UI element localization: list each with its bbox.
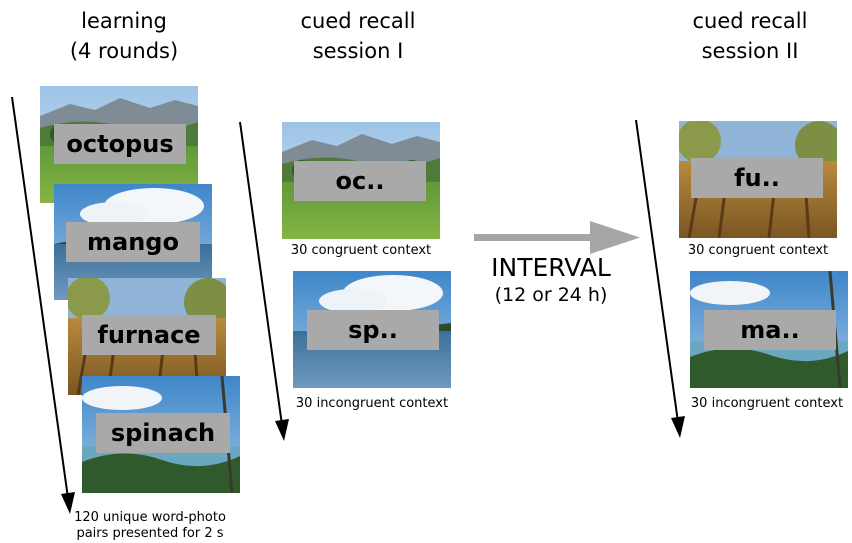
word-mango: mango bbox=[87, 228, 179, 256]
session2-congruent-caption: 30 congruent context bbox=[687, 243, 829, 258]
session1-title: cued recall session I bbox=[278, 6, 438, 66]
learning-note-line2: pairs presented for 2 s bbox=[76, 526, 224, 541]
word-box-spinach: spinach bbox=[96, 413, 230, 453]
word-box-mango: mango bbox=[66, 222, 200, 262]
learning-title: learning (4 rounds) bbox=[44, 6, 204, 66]
cue-ma: ma.. bbox=[740, 316, 800, 344]
word-box-furnace: furnace bbox=[82, 315, 216, 355]
cue-box-ma: ma.. bbox=[704, 310, 836, 350]
cue-fu: fu.. bbox=[734, 164, 780, 192]
session2-title: cued recall session II bbox=[670, 6, 830, 66]
session1-title-line2: session I bbox=[312, 39, 404, 63]
learning-timeline-arrow bbox=[11, 96, 75, 514]
interval-label-group: INTERVAL (12 or 24 h) bbox=[476, 253, 626, 307]
learning-note: 120 unique word-photo pairs presented fo… bbox=[50, 510, 250, 542]
cue-box-oc: oc.. bbox=[294, 161, 426, 201]
learning-title-line2: (4 rounds) bbox=[69, 39, 179, 63]
session1-incongruent-caption: 30 incongruent context bbox=[295, 396, 449, 411]
cue-oc: oc.. bbox=[335, 167, 385, 195]
session1-title-line1: cued recall bbox=[300, 9, 416, 33]
word-spinach: spinach bbox=[110, 419, 216, 447]
word-box-octopus: octopus bbox=[54, 124, 186, 164]
session2-timeline-arrow bbox=[635, 119, 685, 438]
word-octopus: octopus bbox=[66, 130, 174, 158]
interval-label: INTERVAL bbox=[491, 253, 611, 282]
learning-title-line1: learning bbox=[81, 9, 167, 33]
cue-sp: sp.. bbox=[348, 316, 398, 344]
session2-title-line1: cued recall bbox=[692, 9, 808, 33]
session2-title-line2: session II bbox=[701, 39, 799, 63]
interval-sublabel: (12 or 24 h) bbox=[494, 284, 608, 306]
session1-timeline-arrow bbox=[239, 121, 289, 441]
word-furnace: furnace bbox=[97, 321, 201, 349]
learning-note-line1: 120 unique word-photo bbox=[74, 510, 226, 525]
interval-arrow bbox=[474, 221, 640, 254]
cue-box-sp: sp.. bbox=[307, 310, 439, 350]
cue-box-fu: fu.. bbox=[691, 158, 823, 198]
session2-incongruent-caption: 30 incongruent context bbox=[690, 396, 844, 411]
session1-congruent-caption: 30 congruent context bbox=[290, 243, 432, 258]
